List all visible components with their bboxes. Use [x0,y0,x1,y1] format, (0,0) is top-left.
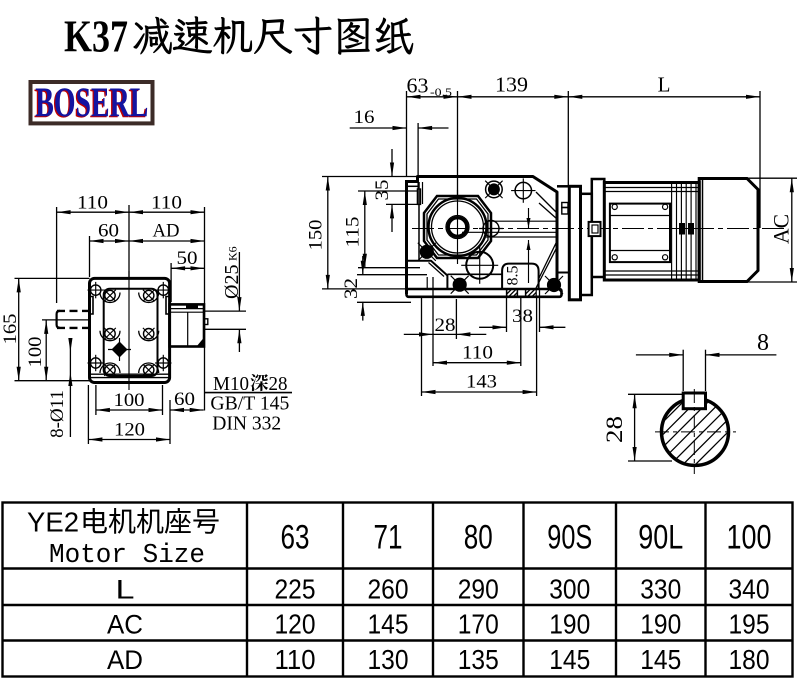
svg-text:165: 165 [0,314,21,345]
svg-text:71: 71 [374,519,403,557]
svg-text:16: 16 [354,107,375,128]
svg-text:100: 100 [114,390,145,411]
svg-text:190: 190 [549,609,590,640]
svg-text:110: 110 [275,644,316,675]
svg-text:100: 100 [727,519,772,557]
svg-text:AD: AD [107,645,143,675]
svg-text:AC: AC [107,610,143,640]
svg-text:K6: K6 [226,246,240,261]
svg-text:290: 290 [458,574,499,605]
svg-text:90L: 90L [638,519,683,557]
svg-text:110: 110 [151,193,182,214]
svg-text:170: 170 [458,609,499,640]
svg-text:63: 63 [281,519,310,557]
svg-text:180: 180 [729,644,770,675]
svg-text:8.5: 8.5 [505,266,522,286]
svg-text:32: 32 [341,278,362,299]
svg-text:38: 38 [512,306,533,327]
svg-text:8: 8 [757,330,769,356]
svg-text:120: 120 [114,420,145,441]
svg-text:143: 143 [466,372,497,393]
svg-text:28: 28 [602,416,627,443]
svg-text:135: 135 [458,644,499,675]
svg-text:28: 28 [269,373,288,395]
svg-text:190: 190 [640,609,681,640]
svg-text:340: 340 [729,574,770,605]
svg-text:330: 330 [640,574,681,605]
svg-text:63: 63 [407,74,429,98]
svg-text:60: 60 [98,221,119,242]
svg-text:139: 139 [495,73,528,97]
svg-text:L: L [658,73,671,97]
svg-text:60: 60 [174,389,195,410]
svg-text:110: 110 [462,343,493,364]
svg-text:35: 35 [372,180,393,201]
svg-text:Motor Size: Motor Size [49,541,205,571]
svg-text:DIN 332: DIN 332 [212,413,281,435]
svg-text:BOSERL: BOSERL [34,82,147,128]
svg-text:145: 145 [640,644,681,675]
svg-text:BOSERL: BOSERL [35,80,148,126]
svg-text:-0.5: -0.5 [430,85,452,99]
svg-text:110: 110 [77,193,108,214]
svg-text:L: L [116,575,135,605]
svg-text:80: 80 [464,519,493,557]
svg-text:AD: AD [153,221,180,242]
svg-text:50: 50 [177,248,198,269]
svg-text:28: 28 [435,315,456,336]
svg-text:150: 150 [306,220,327,251]
svg-text:AC: AC [769,214,794,244]
svg-text:GB/T 145: GB/T 145 [210,393,289,415]
svg-text:260: 260 [368,574,409,605]
svg-text:M10: M10 [213,373,249,395]
svg-text:300: 300 [549,574,590,605]
svg-text:YE2: YE2 [27,507,79,538]
svg-text:195: 195 [729,609,770,640]
svg-text:K37: K37 [64,12,128,62]
svg-text:120: 120 [275,609,316,640]
svg-text:145: 145 [549,644,590,675]
svg-text:Ø25: Ø25 [221,265,243,299]
svg-text:90S: 90S [547,519,592,557]
svg-text:100: 100 [25,337,46,368]
svg-text:8-Ø11: 8-Ø11 [47,390,68,438]
svg-text:115: 115 [343,217,364,248]
svg-text:225: 225 [275,574,316,605]
svg-text:145: 145 [368,609,409,640]
svg-text:130: 130 [368,644,409,675]
